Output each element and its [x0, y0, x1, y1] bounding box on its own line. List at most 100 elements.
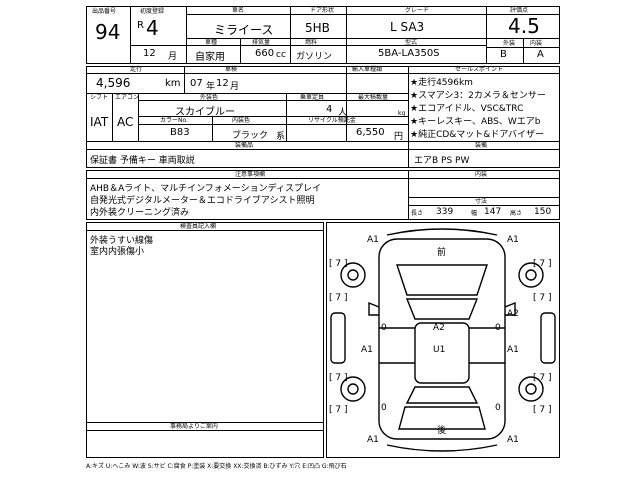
width: 147	[484, 207, 502, 217]
nature-label: 輸入車種類	[352, 66, 383, 73]
lot-number: 94	[95, 20, 121, 44]
colorno-label: カラーNo.	[160, 117, 188, 124]
zero-1: 0	[381, 323, 387, 333]
mark-a1-front-right: A1	[507, 235, 519, 245]
damage-diagram: A1 A1 A2 A2 A1 U1 A1 A1 A1 [ 7 ] [ 7 ] […	[326, 222, 560, 458]
sales-point-5: ★純正CD&マット&ドアバイザー	[410, 130, 544, 140]
load-unit: kg	[398, 110, 406, 117]
bracket-1: [ 7 ]	[329, 259, 348, 269]
month: 12	[143, 48, 156, 59]
ext-label: 外装	[503, 40, 516, 47]
options-label: 装備	[475, 142, 488, 149]
bracket-3: [ 7 ]	[329, 293, 348, 303]
options: エアB PS PW	[414, 156, 470, 166]
year: 4	[146, 16, 159, 40]
office-label: 事務局よりご案内	[170, 423, 218, 430]
mark-u1: U1	[433, 345, 446, 355]
car-outline	[330, 228, 556, 452]
header-frame	[86, 6, 560, 64]
inspector-frame	[86, 222, 324, 458]
notes-label: 注意事項欄	[235, 171, 266, 178]
disp-unit: cc	[276, 50, 286, 60]
height: 150	[534, 207, 552, 217]
door-label: ドア形状	[310, 7, 335, 14]
equip-label: 装備品	[235, 142, 254, 149]
grade: L SA3	[390, 20, 425, 34]
sales-label: セールスポイント	[455, 66, 504, 73]
model-label: 車名	[232, 7, 245, 14]
mark-a2-right: A2	[507, 309, 519, 319]
length-label: 長さ	[411, 210, 424, 217]
body-color: スカイブルー	[175, 107, 235, 118]
km-unit: km	[165, 78, 181, 89]
overall-score: 4.5	[508, 14, 540, 38]
disp-label: 排気量	[252, 39, 271, 46]
recycle-fee: 6,550	[356, 127, 385, 138]
grade-label: グレード	[405, 7, 430, 14]
note-2: 自発光式デジタルメーター＆エコドライブアシスト照明	[90, 196, 315, 206]
bracket-7: [ 7 ]	[329, 405, 348, 415]
era: R	[137, 20, 144, 31]
mark-a1-rear-left: A1	[367, 435, 379, 445]
mark-a2-roof: A2	[433, 323, 445, 333]
equipment: 保証書 予備キー 車両取説	[90, 156, 195, 166]
type-label: 型式	[405, 39, 418, 46]
mark-a1-front-left: A1	[367, 235, 379, 245]
inspect-month: 12	[216, 78, 229, 89]
front-label: 前	[437, 248, 447, 258]
inspector-note-1: 外装うすい線傷	[90, 236, 154, 246]
color-label: 外装色	[200, 94, 219, 101]
mark-a1-rear-right: A1	[507, 435, 519, 445]
height-label: 高さ	[510, 210, 523, 217]
int-color-unit: 系	[276, 132, 286, 142]
detail-frame	[86, 66, 560, 168]
capacity-unit: 人	[338, 108, 348, 118]
zero-4: 0	[495, 403, 501, 413]
note-3: 内外装クリーニング済み	[90, 208, 190, 218]
sales-point-3: ★エコアイドル、VSC&TRC	[410, 104, 524, 114]
mark-a1-left-door: A1	[361, 345, 373, 355]
inspect-year: 07	[190, 78, 203, 89]
capacity-label: 乗車定員	[300, 94, 325, 101]
fuel: ガソリン	[296, 52, 333, 62]
fuel-label: 燃料	[305, 39, 318, 46]
bracket-4: [ 7 ]	[533, 293, 552, 303]
int-label: 内装	[530, 40, 543, 47]
bracket-6: [ 7 ]	[533, 373, 552, 383]
width-label: 幅	[471, 210, 478, 217]
int-color: ブラック	[232, 131, 269, 141]
inspect-year-unit: 年	[206, 82, 216, 92]
mark-a1-right-door: A1	[507, 345, 519, 355]
recycle-unit: 円	[394, 132, 404, 142]
recycle-label: リサイクル預託金	[308, 117, 356, 124]
inspect-label: 車検	[225, 66, 238, 73]
color-number: B83	[170, 127, 190, 138]
ac-label: エアコン	[115, 94, 140, 101]
bracket-8: [ 7 ]	[533, 405, 552, 415]
length: 339	[436, 207, 454, 217]
rear-label: 後	[437, 426, 447, 436]
int-color-label: 内装色	[232, 117, 251, 124]
usage: 自家用	[195, 52, 225, 63]
load-label: 最大積載量	[358, 94, 389, 101]
usage-label: 車種	[205, 39, 218, 46]
inspect-month-unit: 月	[230, 82, 240, 92]
month-unit: 月	[168, 52, 178, 62]
model-type: 5BA-LA350S	[378, 48, 440, 59]
inspector-label: 検査員記入欄	[180, 223, 217, 230]
sales-point-1: ★走行4596km	[410, 78, 473, 88]
inspector-note-2: 室内内張傷小	[90, 247, 145, 257]
door: 5HB	[305, 21, 330, 35]
ac: AC	[117, 115, 134, 129]
lot-label: 出品番号	[92, 8, 117, 15]
first-reg-label: 初度登録	[140, 8, 165, 15]
score-label: 評価点	[510, 7, 529, 14]
dims-label: 寸法	[475, 198, 488, 205]
shift: IAT	[90, 115, 109, 129]
sales-point-4: ★キーレスキー、ABS、Wエアb	[410, 117, 541, 127]
model: ミライース	[214, 23, 274, 37]
bracket-2: [ 7 ]	[533, 259, 552, 269]
sales-point-2: ★スマアシ3：2カメラ＆センサー	[410, 91, 546, 101]
notes-frame	[86, 170, 560, 220]
